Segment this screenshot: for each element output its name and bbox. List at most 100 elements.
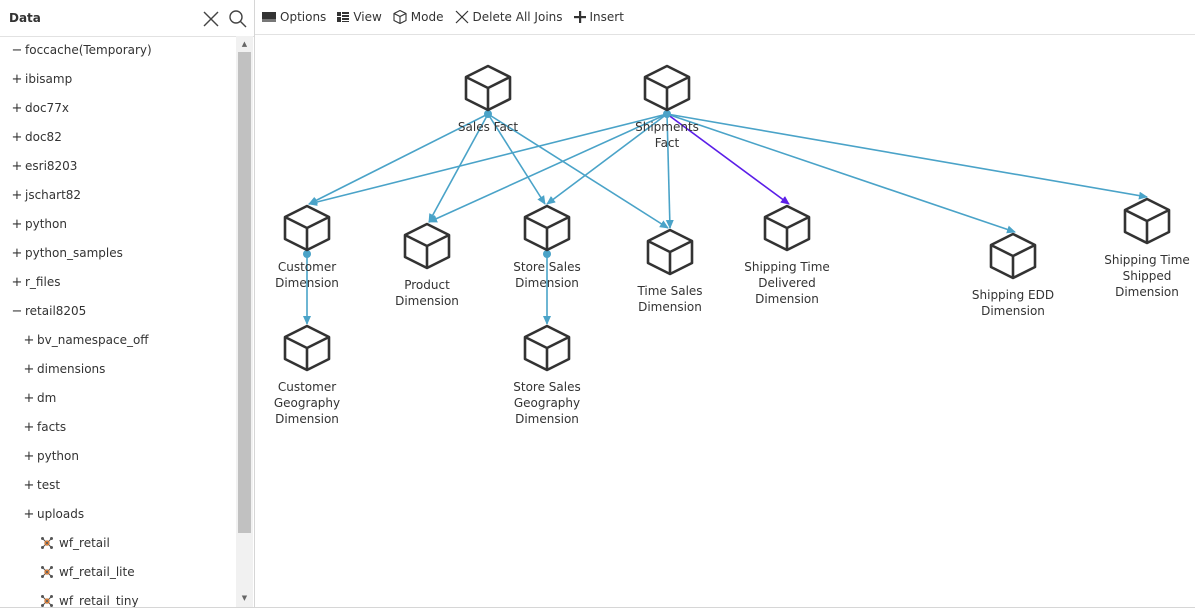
join-line[interactable] — [487, 113, 546, 205]
table-cube-icon[interactable] — [403, 222, 451, 270]
view-label: View — [353, 10, 382, 24]
tree-item[interactable]: −foccache(Temporary) — [11, 39, 152, 61]
join-line[interactable] — [428, 113, 489, 223]
join-line[interactable] — [666, 113, 790, 205]
join-line[interactable] — [666, 113, 1016, 234]
scroll-thumb[interactable] — [238, 52, 251, 533]
collapse-icon[interactable]: − — [11, 303, 23, 319]
scroll-down-arrow-icon[interactable]: ▼ — [241, 594, 248, 602]
expand-icon[interactable]: + — [23, 419, 35, 435]
table-node-label-line: Shipping Time — [744, 260, 830, 274]
join-line[interactable] — [487, 113, 669, 229]
tree-item[interactable]: +dm — [23, 387, 57, 409]
table-cube-icon[interactable] — [283, 324, 331, 372]
expand-icon[interactable]: + — [11, 216, 23, 232]
tree-item-label: facts — [37, 420, 67, 434]
expand-icon[interactable]: + — [11, 100, 23, 116]
expand-icon[interactable]: + — [11, 129, 23, 145]
table-node-label-line: Shipping EDD — [971, 288, 1055, 302]
tree-item[interactable]: +jschart82 — [11, 184, 82, 206]
join-line[interactable] — [546, 113, 668, 205]
table-cube-icon[interactable] — [643, 64, 691, 112]
tree-item-label: test — [37, 478, 61, 492]
options-button[interactable]: Options — [261, 5, 326, 29]
table-cube-icon[interactable] — [646, 228, 694, 276]
tree-item-label: jschart82 — [25, 188, 82, 202]
tree-item[interactable]: +esri8203 — [11, 155, 78, 177]
table-node-label[interactable]: Sales Fact — [458, 119, 518, 135]
mode-button[interactable]: Mode — [392, 5, 444, 29]
join-line[interactable] — [428, 113, 668, 223]
tree-item[interactable]: +facts — [23, 416, 67, 438]
tree-item[interactable]: wf_retail_lite — [40, 561, 135, 583]
table-cube-icon[interactable] — [1123, 197, 1171, 245]
table-node-label-line: Geography — [513, 396, 581, 410]
expand-icon[interactable]: + — [23, 506, 35, 522]
join-anchor-dot[interactable] — [543, 250, 551, 258]
expand-icon[interactable]: + — [11, 245, 23, 261]
view-button[interactable]: View — [336, 5, 382, 29]
join-line[interactable] — [308, 113, 489, 205]
expand-icon[interactable]: + — [11, 71, 23, 87]
join-line[interactable] — [665, 113, 674, 229]
table-node-label-line: Dimension — [981, 304, 1045, 318]
tree-item[interactable]: +ibisamp — [11, 68, 73, 90]
collapse-icon[interactable]: − — [11, 42, 23, 58]
tree-item[interactable]: +uploads — [23, 503, 85, 525]
table-cube-icon[interactable] — [283, 204, 331, 252]
scroll-up-arrow-icon[interactable]: ▲ — [241, 40, 248, 48]
expand-icon[interactable]: + — [23, 361, 35, 377]
expand-icon[interactable]: + — [23, 448, 35, 464]
tree-item[interactable]: wf_retail_tiny — [40, 590, 139, 607]
table-cube-icon[interactable] — [523, 324, 571, 372]
table-cube-icon[interactable] — [763, 204, 811, 252]
insert-button[interactable]: Insert — [573, 5, 624, 29]
expand-icon[interactable]: + — [11, 187, 23, 203]
table-cube-icon[interactable] — [989, 232, 1037, 280]
tree-item[interactable]: +bv_namespace_off — [23, 329, 149, 351]
join-anchor-dot[interactable] — [303, 250, 311, 258]
search-icon[interactable] — [228, 9, 248, 29]
join-anchor-dot[interactable] — [484, 110, 492, 118]
tree-scrollbar[interactable]: ▲ ▼ — [236, 36, 253, 607]
tree-item[interactable]: wf_retail — [40, 532, 110, 554]
tree-item[interactable]: +doc82 — [11, 126, 62, 148]
join-line[interactable] — [308, 113, 668, 206]
table-cube-icon[interactable] — [523, 204, 571, 252]
tree-item-label: wf_retail — [59, 536, 110, 550]
tree-item-label: esri8203 — [25, 159, 78, 173]
table-node-label-line: Dimension — [755, 292, 819, 306]
tree-item[interactable]: +python_samples — [11, 242, 123, 264]
tree-item[interactable]: +doc77x — [11, 97, 69, 119]
table-cube-icon[interactable] — [464, 64, 512, 112]
expand-icon[interactable]: + — [23, 477, 35, 493]
expand-icon[interactable]: + — [11, 158, 23, 174]
delete-all-joins-button[interactable]: Delete All Joins — [454, 5, 563, 29]
join-anchor-dot[interactable] — [663, 110, 671, 118]
tree-item-label: dm — [37, 391, 57, 405]
table-node-label[interactable]: Shipping EDD Dimension — [972, 287, 1054, 319]
close-icon[interactable] — [201, 9, 221, 29]
tree-item[interactable]: −retail8205 — [11, 300, 87, 322]
tree-item[interactable]: +dimensions — [23, 358, 106, 380]
expand-icon[interactable]: + — [23, 332, 35, 348]
table-node-label-line: Store Sales — [513, 260, 581, 274]
tree-item[interactable]: +test — [23, 474, 61, 496]
tree-item[interactable]: +r_files — [11, 271, 61, 293]
expand-icon[interactable]: + — [11, 274, 23, 290]
tree-item[interactable]: +python — [11, 213, 67, 235]
expand-icon[interactable]: + — [23, 390, 35, 406]
join-line[interactable] — [666, 113, 1148, 200]
options-label: Options — [280, 10, 327, 24]
tree-item[interactable]: +python — [23, 445, 79, 467]
